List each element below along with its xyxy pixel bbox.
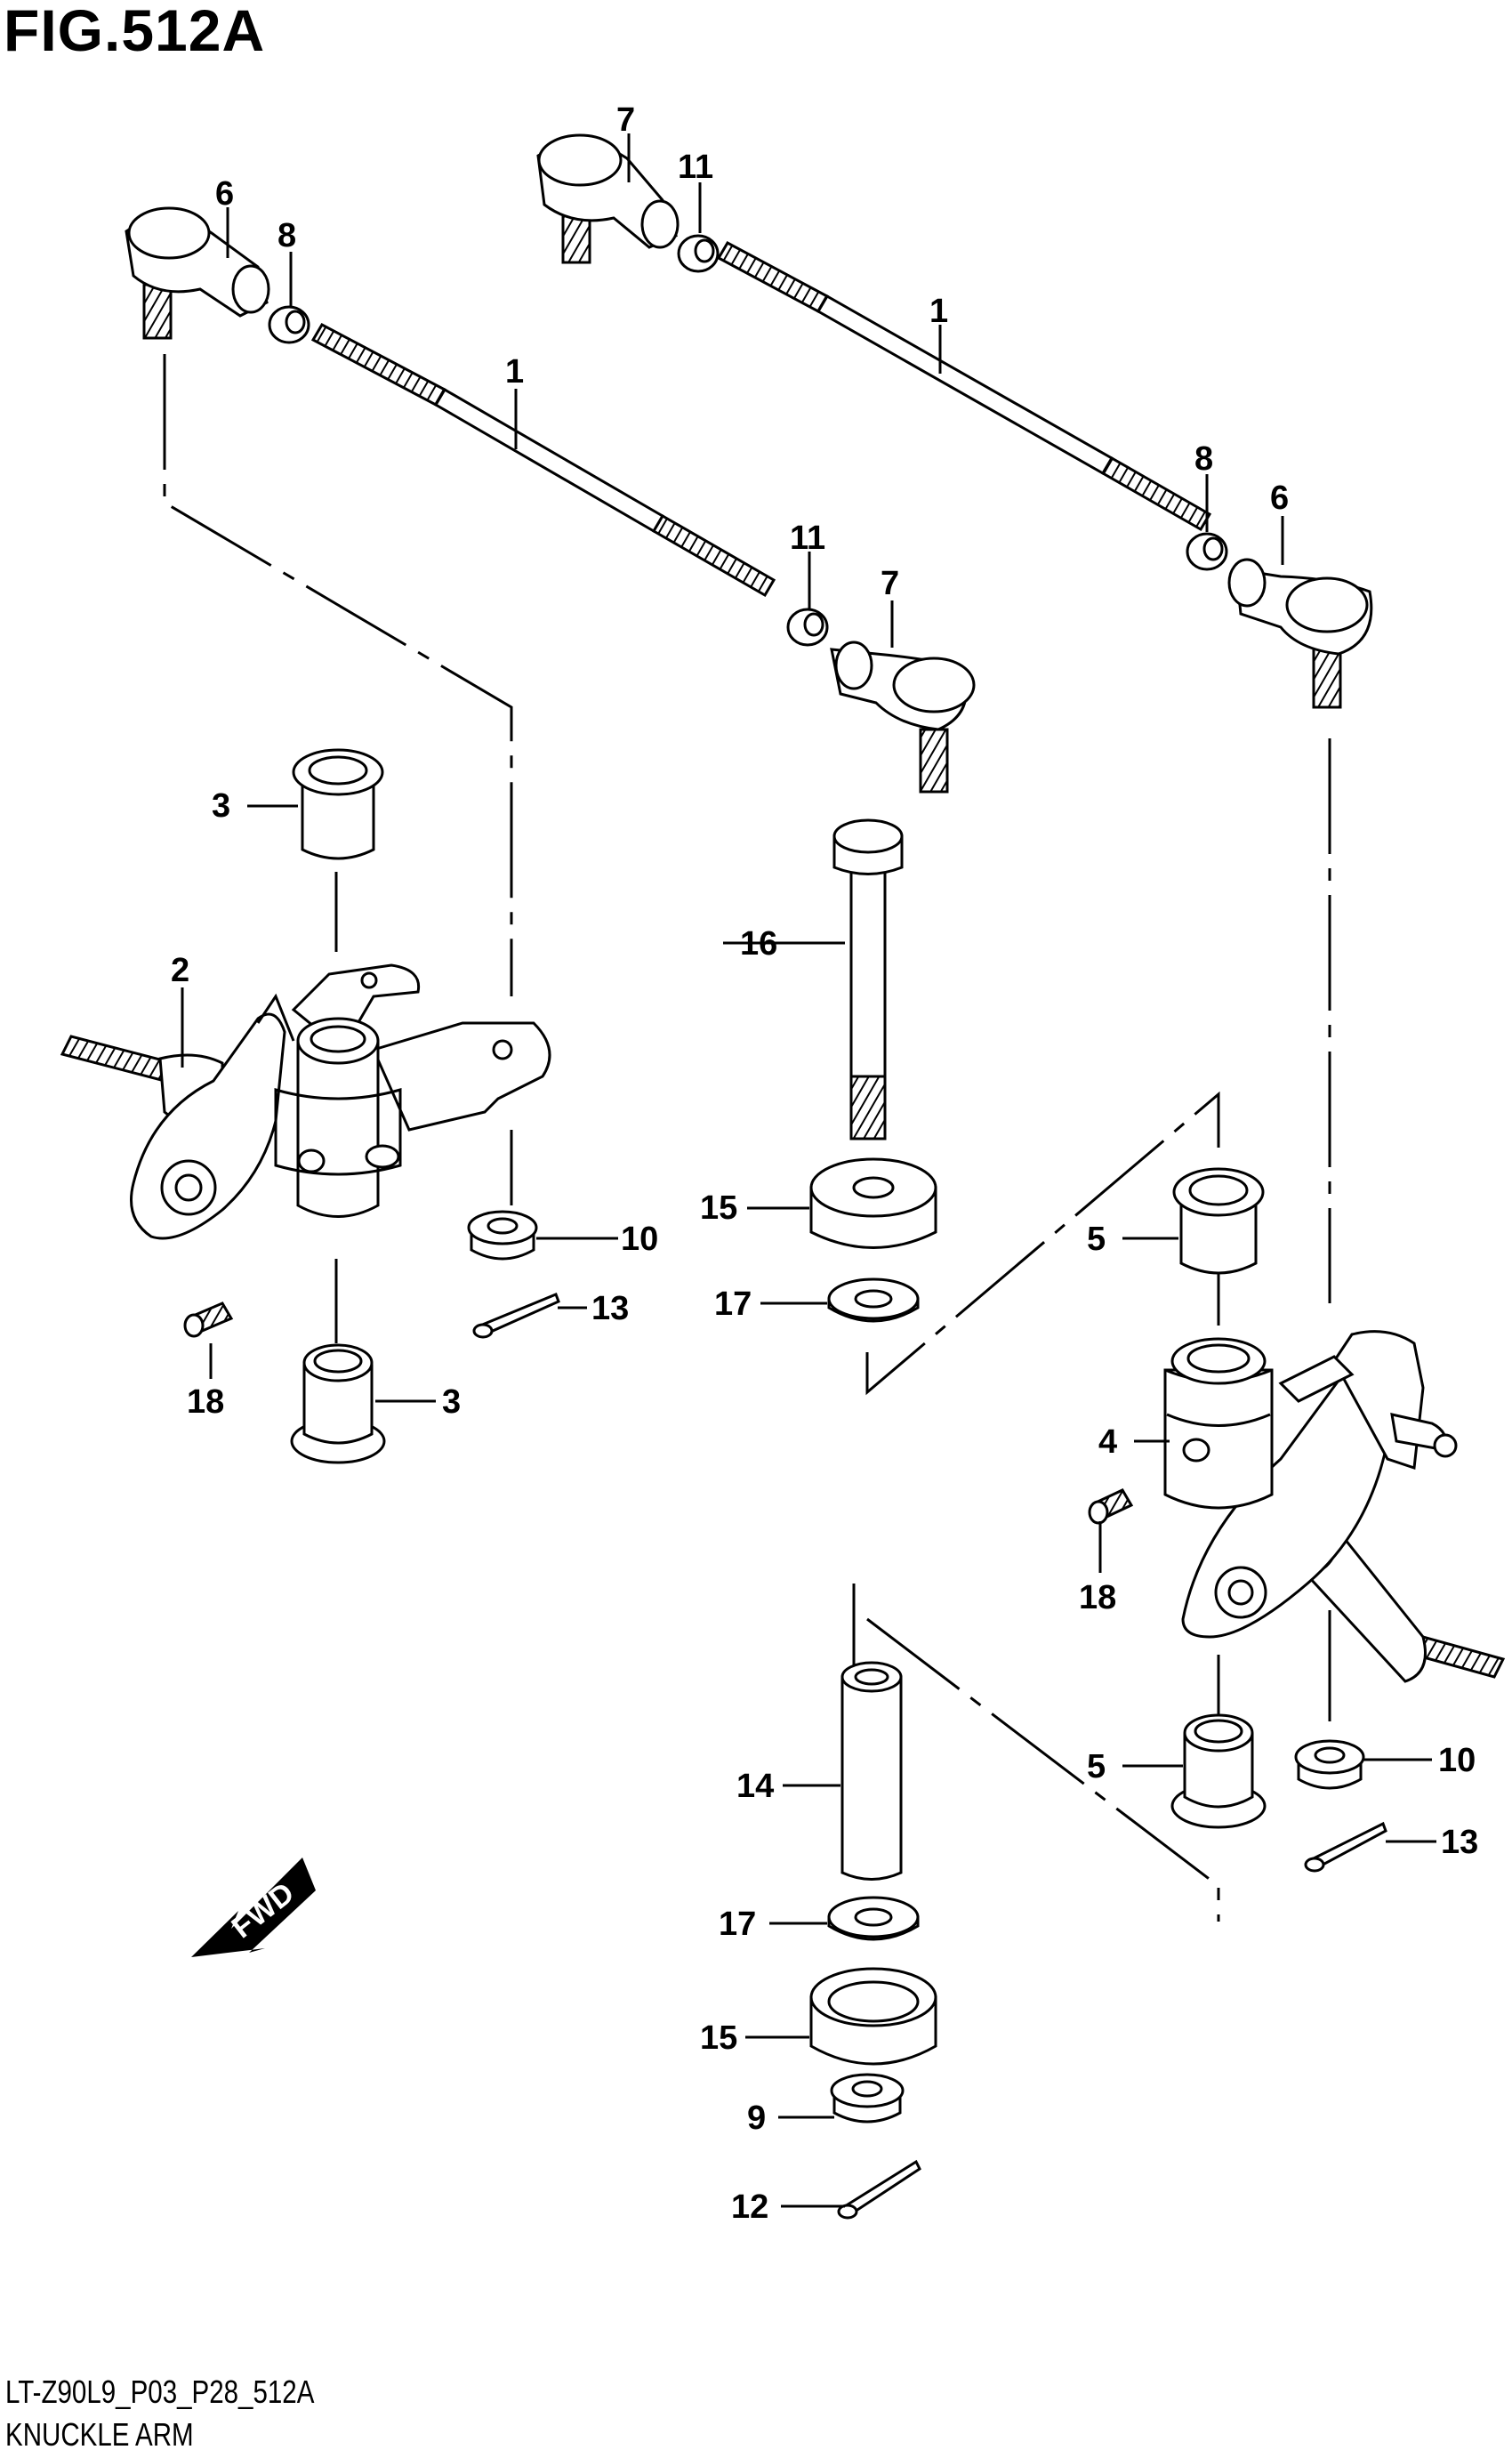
callout-3-top: 3 [212, 787, 230, 825]
tie-rod-end-7-mid [830, 641, 976, 794]
callout-13-right: 13 [1441, 1824, 1478, 1861]
callout-1-right: 1 [929, 293, 948, 330]
callout-10-right: 10 [1438, 1742, 1476, 1779]
cotter-pin-13-right [1304, 1821, 1387, 1873]
callout-labels: 6 8 7 11 1 1 11 7 8 6 3 2 16 10 15 17 13… [171, 101, 1478, 2226]
nut-11-top [677, 234, 720, 273]
callout-4: 4 [1098, 1423, 1117, 1461]
cotter-pins [472, 1293, 1387, 2220]
pipe-14 [840, 1661, 903, 1881]
callout-15-upper: 15 [700, 1189, 737, 1227]
leader-lines [181, 133, 1436, 2208]
knuckle-4-right [1163, 1330, 1506, 1683]
tie-rod-left [310, 323, 776, 598]
nut-11-mid [786, 608, 829, 647]
callout-5-upper: 5 [1087, 1221, 1106, 1258]
bushing-3-bottom [290, 1343, 386, 1464]
callout-1-left: 1 [505, 353, 524, 391]
nut-8-left [268, 305, 310, 344]
callout-6-left: 6 [215, 175, 234, 213]
tie-rod-end-6-right [1227, 558, 1373, 709]
callout-13-left: 13 [591, 1290, 629, 1327]
callout-18-left: 18 [187, 1383, 224, 1421]
callout-2: 2 [171, 952, 189, 989]
callout-12: 12 [731, 2188, 768, 2226]
callout-6-right: 6 [1270, 480, 1289, 517]
figure-caption: KNUCKLE ARM [5, 2416, 194, 2453]
assembly-dash-lines [163, 354, 1331, 1922]
callout-7-mid: 7 [881, 565, 899, 602]
callout-17-upper: 17 [714, 1285, 752, 1323]
washer-17-lower [827, 1896, 920, 1941]
knuckle-2-left [60, 963, 551, 1240]
callout-11-top: 11 [678, 149, 713, 186]
bolt-16 [832, 818, 904, 1140]
callout-3-bottom: 3 [442, 1383, 461, 1421]
figure-title: FIG.512A [4, 0, 266, 63]
nuts [268, 234, 1228, 647]
callout-16: 16 [740, 925, 777, 963]
callout-8-left: 8 [277, 217, 296, 254]
spacer-15-lower [809, 1967, 937, 2066]
grease-nipple-18-left [183, 1302, 234, 1338]
callout-14: 14 [736, 1768, 774, 1805]
tie-rod-end-7-top [536, 133, 680, 264]
callout-18-right: 18 [1079, 1579, 1116, 1616]
nut-10-left [467, 1210, 538, 1261]
callout-7-top: 7 [616, 101, 635, 139]
callout-11-mid: 11 [790, 520, 825, 557]
bushing-3-top [292, 748, 384, 860]
washer-17-upper [827, 1277, 920, 1323]
bushing-5-lower [1170, 1713, 1267, 1829]
spacer-15-upper [809, 1157, 937, 1249]
callout-17-lower: 17 [719, 1906, 756, 1943]
callout-10-left: 10 [621, 1221, 658, 1258]
callout-5-lower: 5 [1087, 1748, 1106, 1785]
fwd-arrow-icon: FWD [191, 1858, 316, 1957]
grease-nipple-18-right [1088, 1488, 1134, 1525]
tie-rod-right [716, 240, 1212, 532]
cotter-pin-12 [837, 2159, 921, 2220]
bushing-5-upper [1172, 1167, 1265, 1275]
cotter-pin-13-left [472, 1293, 560, 1339]
nut-9 [830, 2073, 905, 2124]
model-code: LT-Z90L9_P03_P28_512A [5, 2373, 315, 2410]
callout-15-lower: 15 [700, 2019, 737, 2057]
nut-10-right [1294, 1739, 1365, 1790]
nut-8-right [1186, 532, 1228, 571]
callout-8-right: 8 [1194, 440, 1213, 478]
callout-9: 9 [747, 2099, 766, 2137]
tie-rod-end-6-left [125, 206, 270, 340]
